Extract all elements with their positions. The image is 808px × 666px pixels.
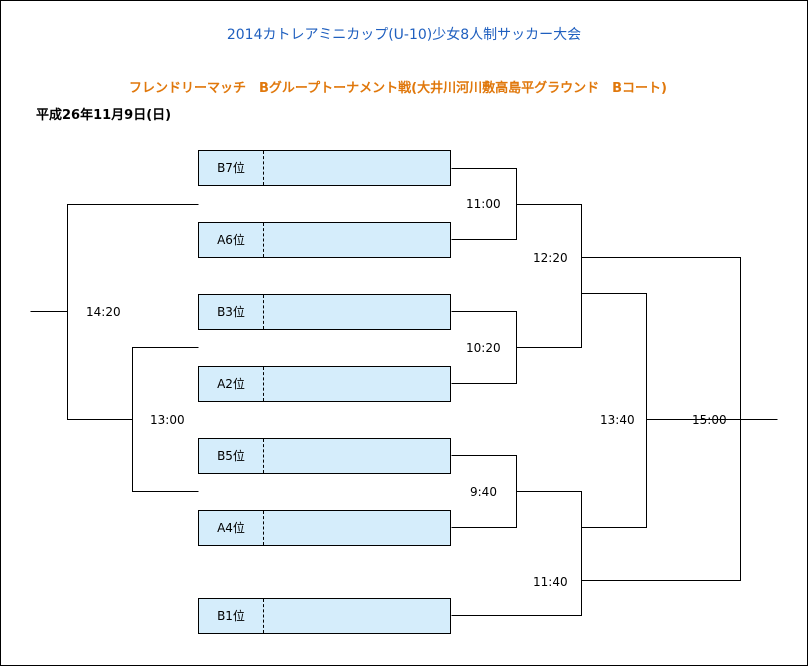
team-label: B3位	[199, 295, 264, 329]
match-time-1340: 13:40	[600, 413, 635, 427]
team-label: B1位	[199, 599, 264, 633]
team-slot-b3: B3位	[198, 294, 451, 330]
team-label: B5位	[199, 439, 264, 473]
team-label: A4位	[199, 511, 264, 545]
team-slot-a2: A2位	[198, 366, 451, 402]
bracket-subtitle: フレンドリーマッチ Bグループトーナメント戦(大井川河川敷高島平グラウンド Bコ…	[129, 81, 667, 96]
match-time-1020: 10:20	[466, 341, 501, 355]
bracket-line-1140	[451, 491, 582, 616]
match-time-1220: 12:20	[533, 251, 568, 265]
match-time-1140: 11:40	[533, 575, 568, 589]
match-time-1420: 14:20	[86, 305, 121, 319]
match-time-0940: 9:40	[470, 485, 497, 499]
team-slot-a6: A6位	[198, 222, 451, 258]
bracket-line-1220	[516, 204, 582, 348]
tournament-title: 2014カトレアミニカップ(U-10)少女8人制サッカー大会	[226, 27, 582, 43]
team-label: B7位	[199, 151, 264, 185]
match-date: 平成26年11月9日(日)	[36, 108, 172, 123]
team-label: A6位	[199, 223, 264, 257]
match-time-1300: 13:00	[150, 413, 185, 427]
team-slot-b5: B5位	[198, 438, 451, 474]
match-time-1500: 15:00	[692, 413, 727, 427]
team-label: A2位	[199, 367, 264, 401]
team-slot-b7: B7位	[198, 150, 451, 186]
team-slot-a4: A4位	[198, 510, 451, 546]
bracket-line-1340	[581, 293, 647, 528]
match-time-1100: 11:00	[466, 197, 501, 211]
team-slot-b1: B1位	[198, 598, 451, 634]
